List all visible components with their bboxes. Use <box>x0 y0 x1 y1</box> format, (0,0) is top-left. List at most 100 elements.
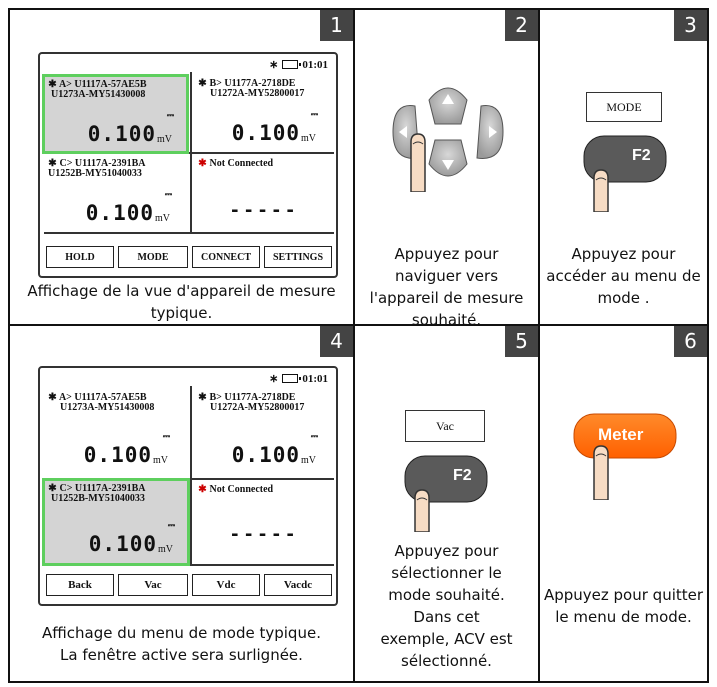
step-2-panel: 2 Appuyez pour naviguer vers l'appareil … <box>353 8 540 329</box>
reading-value: 0.100 <box>88 532 157 556</box>
caption-line: La fenêtre active sera surlignée. <box>60 646 303 664</box>
step-caption: Appuyez pour sélectionner le mode souhai… <box>355 540 538 672</box>
no-reading-dashes: ----- <box>229 524 299 545</box>
window-title: Not Connected <box>209 158 274 169</box>
step-caption: Appuyez pour accéder au menu de mode . <box>540 243 707 309</box>
caption-line: sélectionner le <box>391 564 502 582</box>
softkey-back[interactable]: Back <box>46 574 114 596</box>
step-caption: Appuyez pour quitter le menu de mode. <box>540 584 707 628</box>
caption-line: sélectionné. <box>401 652 492 670</box>
dc-symbol: ⎓ <box>310 109 318 119</box>
status-bar: ∗ 01:01 <box>269 58 328 72</box>
softkey-settings[interactable]: SETTINGS <box>264 246 332 268</box>
battery-icon <box>282 374 302 383</box>
step-5-panel: 5 Vac F2 Appuyez pour sélectionner le mo… <box>353 324 540 683</box>
softkey-mode[interactable]: MODE <box>118 246 188 268</box>
reading-value: 0.100 <box>231 121 300 145</box>
reading-value: 0.100 <box>87 122 156 146</box>
softkey-vacdc[interactable]: Vacdc <box>264 574 332 596</box>
step-number: 4 <box>320 326 353 357</box>
step-caption: Appuyez pour naviguer vers l'appareil de… <box>355 243 538 331</box>
meter-window-d[interactable]: ✱ Not Connected ----- <box>192 480 336 564</box>
step-caption: Affichage de la vue d'appareil de mesure… <box>10 280 353 324</box>
f2-key-icon[interactable] <box>401 452 491 532</box>
reading-value: 0.100 <box>83 443 152 467</box>
step-number: 6 <box>674 326 707 357</box>
window-title: A> U1117A-57AE5B <box>58 79 147 90</box>
dc-symbol: ⎓ <box>310 431 318 441</box>
battery-icon <box>282 60 302 69</box>
dc-symbol: ⎓ <box>167 520 175 530</box>
step-6-panel: 6 Meter Appuyez pour quitter le menu de … <box>538 324 709 683</box>
step-number: 3 <box>674 10 707 41</box>
meter-window-b[interactable]: ✱ B> U1177A-2718DE U1272A-MY52800017 0.1… <box>192 74 336 152</box>
caption-line: exemple, ACV est <box>380 630 513 648</box>
caption-line: Appuyez pour quitter <box>543 586 704 604</box>
window-subtitle: U1273A-MY51430008 <box>51 89 146 100</box>
step-number: 2 <box>505 10 538 41</box>
caption-line: Appuyez pour <box>394 245 499 263</box>
dc-symbol: ⎓ <box>162 431 170 441</box>
f2-key-icon[interactable] <box>580 132 670 212</box>
meter-window-d[interactable]: ✱ Not Connected ----- <box>192 154 336 232</box>
dc-symbol: ⎓ <box>166 110 174 120</box>
caption-line: typique. <box>150 304 213 322</box>
caption-line: Affichage du menu de mode typique. <box>42 624 321 642</box>
step-number: 5 <box>505 326 538 357</box>
bluetooth-icon: ✱ <box>48 79 57 90</box>
caption-line: naviguer vers <box>394 267 499 285</box>
meter-window-c[interactable]: ✱ C> U1117A-2391BA U1252B-MY51040033 0.1… <box>42 478 190 566</box>
window-subtitle: U1272A-MY52800017 <box>210 88 305 99</box>
softkey-hold[interactable]: HOLD <box>46 246 114 268</box>
meter-window-a[interactable]: ✱ A> U1117A-57AE5B U1273A-MY51430008 0.1… <box>42 74 189 154</box>
meter-window-a[interactable]: ✱ A> U1117A-57AE5B U1273A-MY51430008 0.1… <box>42 388 188 478</box>
bluetooth-icon: ✱ <box>198 78 207 89</box>
vac-label-box: Vac <box>405 410 485 442</box>
meter-window-b[interactable]: ✱ B> U1177A-2718DE U1272A-MY52800017 0.1… <box>192 388 336 478</box>
step-caption: Affichage du menu de mode typique. La fe… <box>10 622 353 666</box>
bluetooth-off-icon: ✱ <box>198 158 207 169</box>
window-subtitle: U1252B-MY51040033 <box>48 168 142 179</box>
bluetooth-icon: ✱ <box>48 392 57 403</box>
grid-divider <box>190 386 192 564</box>
bluetooth-icon: ✱ <box>48 483 57 494</box>
bluetooth-off-icon: ✱ <box>198 484 207 495</box>
softkey-vac[interactable]: Vac <box>118 574 188 596</box>
bluetooth-icon: ✱ <box>198 392 207 403</box>
clock-text: 01:01 <box>302 372 328 385</box>
dc-symbol: ⎓ <box>164 189 172 199</box>
navigation-keypad-icon[interactable] <box>373 72 523 192</box>
reading-unit: mV <box>301 455 316 466</box>
step-4-panel: 4 ∗ 01:01 ✱ A> U1117A-57AE5B U1273A-MY51… <box>8 324 355 683</box>
caption-line: le menu de mode. <box>555 608 692 626</box>
no-reading-dashes: ----- <box>229 200 299 221</box>
reading-unit: mV <box>301 133 316 144</box>
window-title: A> U1117A-57AE5B <box>58 392 147 403</box>
meter-screen: ∗ 01:01 ✱ A> U1117A-57AE5B U1273A-MY5143… <box>38 52 338 278</box>
window-subtitle: U1252B-MY51040033 <box>51 493 145 504</box>
f2-key-label: F2 <box>632 147 651 164</box>
clock-text: 01:01 <box>302 58 328 71</box>
meter-key-icon[interactable] <box>570 410 680 500</box>
step-number: 1 <box>320 10 353 41</box>
window-title: C> U1117A-2391BA <box>59 158 146 169</box>
bluetooth-icon: ✱ <box>48 158 57 169</box>
caption-line: mode souhaité. <box>388 586 505 604</box>
caption-line: Affichage de la vue d'appareil de mesure <box>27 282 336 300</box>
f2-key-label: F2 <box>453 467 472 484</box>
reading-unit: mV <box>155 213 170 224</box>
reading-value: 0.100 <box>231 443 300 467</box>
softkey-vdc[interactable]: Vdc <box>192 574 260 596</box>
grid-divider <box>44 152 334 154</box>
reading-unit: mV <box>157 134 172 145</box>
caption-line: Appuyez pour <box>394 542 499 560</box>
caption-line: mode . <box>597 289 650 307</box>
softkey-connect[interactable]: CONNECT <box>192 246 260 268</box>
caption-line: Appuyez pour <box>571 245 676 263</box>
window-subtitle: U1272A-MY52800017 <box>210 402 305 413</box>
caption-line: accéder au menu de <box>546 267 701 285</box>
reading-value: 0.100 <box>85 201 154 225</box>
window-title: C> U1117A-2391BA <box>59 483 146 494</box>
step-1-panel: 1 ∗ 01:01 ✱ A> U1117A-57AE5B U1273A-MY51… <box>8 8 355 326</box>
meter-window-c[interactable]: ✱ C> U1117A-2391BA U1252B-MY51040033 0.1… <box>42 154 190 232</box>
